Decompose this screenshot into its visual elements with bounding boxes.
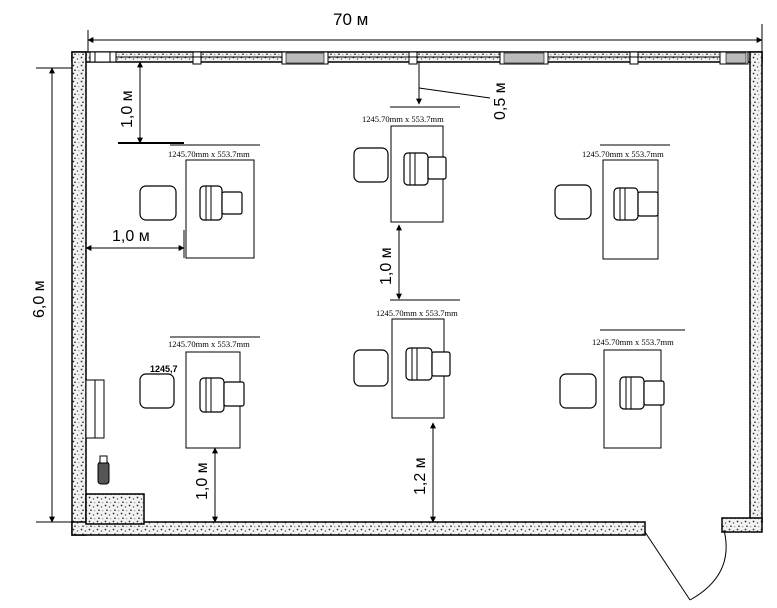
chair-icon	[139, 373, 175, 409]
dimension-row-aisle: 1,0 м	[378, 224, 402, 300]
desk-size-label: 1245.70mm x 553.7mm	[168, 339, 250, 349]
desk-size-label: 1245.70mm x 553.7mm	[376, 308, 458, 318]
dimension-label: 1,0 м	[194, 462, 211, 500]
light-fixture	[89, 51, 117, 63]
workstation[interactable]: 1245.70mm x 553.7mm	[559, 329, 685, 449]
dimension-label: 1,0 м	[112, 228, 150, 245]
wall-cabinet	[85, 379, 105, 439]
workstation[interactable]: 1245.70mm x 553.7mm	[139, 144, 260, 259]
workstation[interactable]: 1245.70mm x 553.7mm	[353, 299, 460, 419]
light-fixture	[281, 51, 329, 65]
chair-icon	[559, 373, 597, 409]
left-wall	[71, 51, 87, 536]
dimension-left-clearance: 1,0 м	[85, 228, 185, 258]
dimension-label: 1,2 м	[412, 457, 429, 495]
monitor-icon	[403, 152, 447, 186]
desk-size-label: 1245.70mm x 553.7mm	[362, 114, 444, 124]
chair-icon	[353, 349, 389, 387]
chair-icon	[554, 184, 592, 220]
lighting-track	[89, 51, 749, 65]
desk-size-label: 1245.70mm x 553.7mm	[582, 149, 664, 159]
lamp-socket	[189, 51, 205, 65]
dimension-label: 0,5 м	[492, 82, 509, 120]
entry-door[interactable]	[644, 529, 727, 601]
chair-icon	[139, 185, 177, 221]
lamp-socket	[405, 51, 421, 65]
workstation[interactable]: 1245.70mm x 553.7mm	[554, 144, 670, 260]
desk-size-label: 1245.70mm x 553.7mm	[592, 337, 674, 347]
dimension-label: 70 м	[333, 10, 368, 29]
door-jamb	[721, 517, 763, 533]
dimension-label: 6,0 м	[31, 280, 48, 318]
dimension-bottom-mid-clearance: 1,2 м	[412, 422, 436, 523]
monitor-icon	[199, 377, 245, 413]
chair-label: 1245,7	[150, 364, 178, 374]
dimension-lamp-offset: 0,5 м	[416, 62, 509, 120]
workstation[interactable]: 1245.70mm x 553.7mm	[353, 106, 460, 223]
monitor-icon	[619, 376, 665, 410]
desk-size-label: 1245.70mm x 553.7mm	[168, 149, 250, 159]
monitor-icon	[405, 347, 451, 381]
dimension-label: 1,0 м	[119, 90, 136, 128]
lamp-socket	[626, 51, 642, 65]
dimension-left-height: 6,0 м	[31, 67, 72, 523]
monitor-icon	[199, 185, 243, 221]
workstation[interactable]: 1245.70mm x 553.7mm 1245,7	[139, 336, 260, 449]
fire-extinguisher-icon	[97, 455, 110, 485]
monitor-icon	[613, 187, 659, 221]
dimension-bottom-left-clearance: 1,0 м	[194, 447, 218, 523]
dimension-top-width: 70 м	[87, 10, 763, 52]
chair-icon	[353, 147, 389, 183]
dimension-label: 1,0 м	[378, 247, 395, 285]
right-wall	[749, 51, 763, 523]
bottom-wall	[71, 521, 646, 536]
light-fixture	[719, 51, 749, 65]
light-fixture	[499, 51, 549, 65]
bottom-left-pillar	[85, 493, 145, 525]
dimension-top-clearance: 1,0 м	[118, 61, 184, 144]
